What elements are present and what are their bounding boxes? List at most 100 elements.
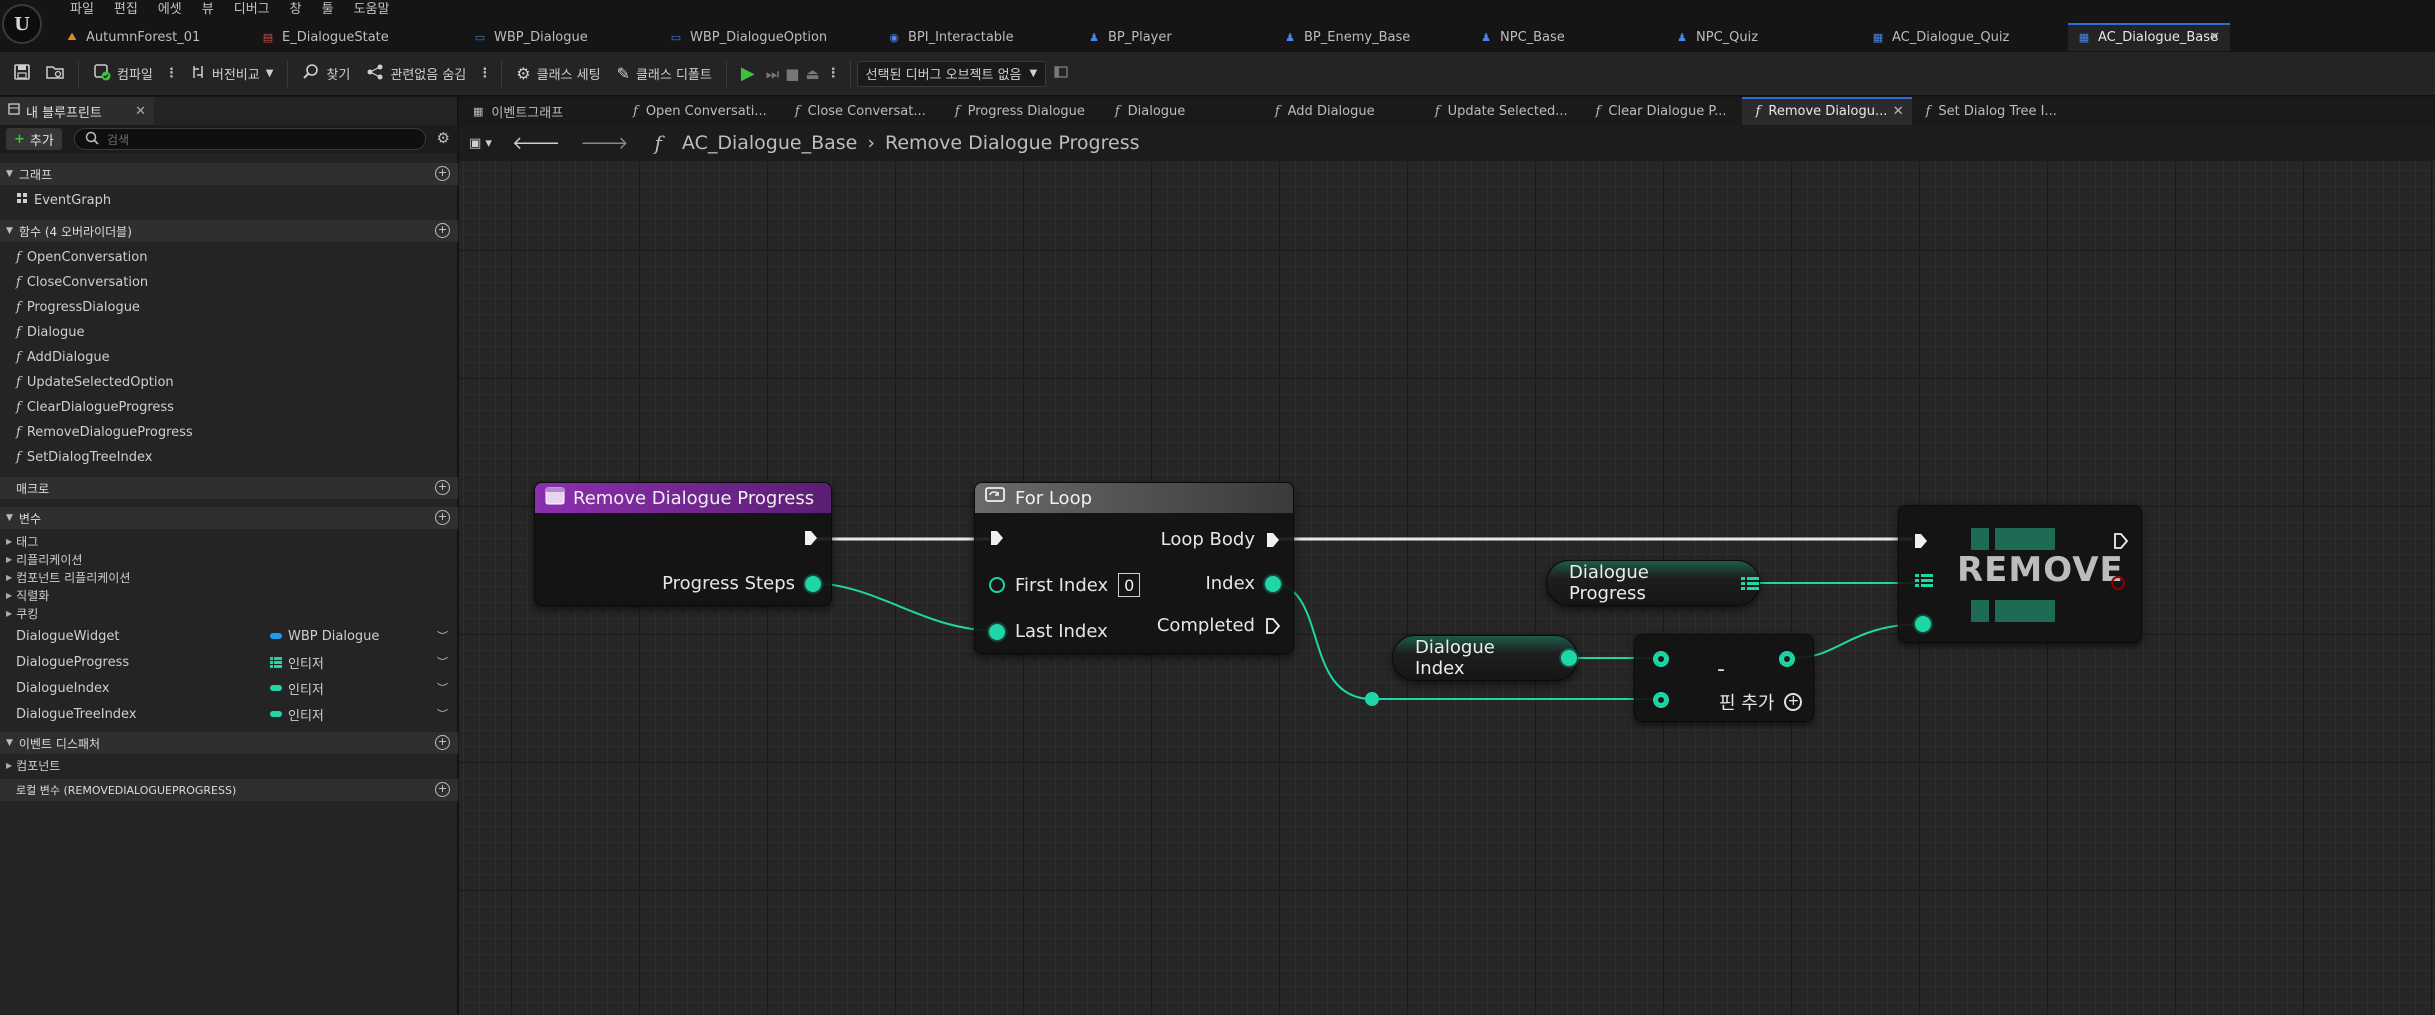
doc-tab[interactable]: ♟BP_Enemy_Base (1274, 23, 1470, 51)
menu-item[interactable]: 에셋 (157, 2, 182, 17)
event-dispatcher-category[interactable]: ▶ 컴포넌트 (6, 757, 60, 774)
section-graphs[interactable]: ▼ 그래프 + (0, 163, 458, 185)
compile-button[interactable]: 컴파일 (85, 59, 161, 89)
close-icon[interactable]: ✕ (2209, 29, 2220, 45)
section-local-variables[interactable]: 로컬 변수 (REMOVEDIALOGUEPROGRESS) + (0, 779, 458, 801)
save-button[interactable] (6, 59, 38, 89)
unreal-logo-icon[interactable]: U (2, 4, 42, 44)
visibility-eye-icon[interactable]: ︶ (437, 656, 448, 669)
for-loop-node[interactable]: For Loop First Index 0 Last Index Loop B… (974, 482, 1294, 654)
loop-body-pin[interactable]: Loop Body (1161, 529, 1281, 550)
doc-tab[interactable]: ♟BP_Player (1078, 23, 1274, 51)
compile-options-button[interactable]: ⋮ (164, 66, 178, 81)
menu-item[interactable]: 툴 (321, 2, 334, 17)
remove-index-pin[interactable] (1915, 616, 1931, 632)
visibility-eye-icon[interactable]: ︶ (437, 682, 448, 695)
class-defaults-button[interactable]: ✎ 클래스 디폴트 (609, 59, 720, 89)
play-button[interactable]: ▶ (733, 59, 763, 89)
subtract-input-a-pin[interactable] (1653, 651, 1669, 667)
section-functions[interactable]: ▼ 함수 (4 오버라이더블) + (0, 220, 458, 242)
doc-tab[interactable]: ♟NPC_Quiz (1666, 23, 1862, 51)
visibility-eye-icon[interactable]: ︶ (437, 708, 448, 721)
menu-item[interactable]: 디버그 (233, 2, 270, 17)
variable-type[interactable]: 인티저 (270, 653, 324, 672)
completed-pin[interactable]: Completed (1157, 615, 1281, 636)
last-index-pin[interactable]: Last Index (989, 621, 1108, 642)
add-function-button[interactable]: + (435, 223, 450, 238)
doc-tab[interactable]: ◉BPI_Interactable (878, 23, 1078, 51)
back-arrow-icon[interactable]: 🡐 (511, 132, 561, 154)
doc-tab[interactable]: ▤E_DialogueState (252, 23, 464, 51)
search-input[interactable]: 검색 (74, 128, 426, 150)
section-event-dispatchers[interactable]: ▼ 이벤트 디스패처 + (0, 732, 458, 754)
add-local-variable-button[interactable]: + (435, 782, 450, 797)
variable-category[interactable]: ▶컴포넌트 리플리케이션 (6, 569, 130, 586)
entry-exec-out-pin[interactable] (803, 529, 819, 547)
section-variables[interactable]: ▼ 변수 + (0, 507, 458, 529)
variable-type[interactable]: 인티저 (270, 679, 324, 698)
menu-item[interactable]: 편집 (113, 2, 138, 17)
variable-type[interactable]: WBP Dialogue (270, 629, 379, 644)
step-button[interactable]: ⏭ (763, 59, 783, 89)
doc-tab[interactable]: ⛰AutumnForest_01 (56, 23, 252, 51)
menu-item[interactable]: 도움말 (353, 2, 390, 17)
remove-exec-in-pin[interactable] (1913, 532, 1929, 550)
doc-tab[interactable]: ▭WBP_Dialogue (464, 23, 660, 51)
remove-bool-output-pin[interactable] (2111, 576, 2125, 590)
settings-gear-icon[interactable]: ⚙ (436, 129, 450, 147)
graph-item-eventgraph[interactable]: EventGraph (16, 190, 111, 210)
graph-options-button[interactable]: ▣ ▾ (469, 135, 492, 151)
close-icon[interactable]: ✕ (1892, 103, 1904, 119)
for-loop-exec-in-pin[interactable] (989, 529, 1005, 547)
index-pin[interactable]: Index (1205, 573, 1281, 594)
stop-button[interactable]: ■ (782, 59, 802, 89)
eject-button[interactable]: ⏏ (802, 59, 822, 89)
breadcrumb-root[interactable]: AC_Dialogue_Base (681, 132, 858, 154)
add-macro-button[interactable]: + (435, 480, 450, 495)
add-event-dispatcher-button[interactable]: + (435, 735, 450, 750)
add-pin-button[interactable]: 핀 추가 + (1719, 689, 1803, 715)
visibility-eye-icon[interactable]: ︶ (437, 630, 448, 643)
menu-item[interactable]: 뷰 (201, 2, 214, 17)
progress-steps-pin[interactable]: Progress Steps (662, 573, 821, 594)
add-button[interactable]: + 추가 (6, 128, 62, 150)
menu-item[interactable]: 창 (289, 2, 302, 17)
close-icon[interactable]: ✕ (135, 103, 146, 119)
variable-category[interactable]: ▶리플리케이션 (6, 551, 82, 568)
menu-item[interactable]: 파일 (70, 2, 94, 17)
graph-tab[interactable]: ▦이벤트그래프 (459, 97, 619, 125)
variable-type[interactable]: 인티저 (270, 705, 324, 724)
debug-object-select[interactable]: 선택된 디버그 오브젝트 없음 ▼ (856, 60, 1047, 87)
class-settings-button[interactable]: ⚙ 클래스 세팅 (508, 59, 608, 89)
remove-target-array-pin[interactable] (1915, 574, 1933, 587)
first-index-pin[interactable]: First Index 0 (989, 573, 1141, 597)
my-blueprint-tab[interactable]: 내 블루프린트 ✕ (0, 97, 154, 125)
doc-tab[interactable]: ♟NPC_Base (1470, 23, 1666, 51)
find-button[interactable]: 찾기 (294, 59, 358, 89)
function-entry-node[interactable]: Remove Dialogue Progress Progress Steps (534, 482, 832, 606)
add-variable-button[interactable]: + (435, 510, 450, 525)
hide-unrelated-button[interactable]: 관련없음 숨김 (358, 59, 474, 89)
diff-button[interactable]: 버전비교 ▼ (182, 59, 282, 89)
doc-tab[interactable]: ▦AC_Dialogue_Base✕ (2068, 23, 2230, 51)
forward-arrow-icon[interactable]: 🡒 (580, 132, 629, 154)
variable-category[interactable]: ▶쿠킹 (6, 605, 38, 622)
array-remove-node[interactable]: REMOVE (1898, 505, 2142, 643)
browse-button[interactable] (38, 59, 72, 89)
